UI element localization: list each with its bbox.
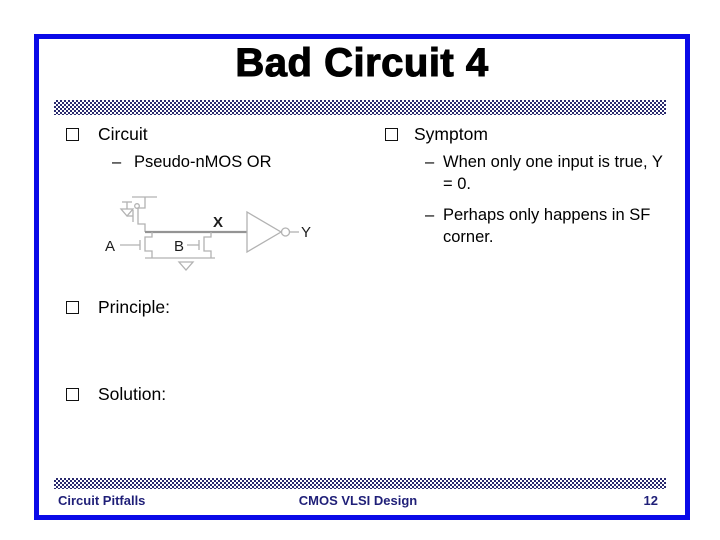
square-bullet-icon <box>66 128 79 141</box>
sub-bullet-symptom-2: – Perhaps only happens in SF corner. <box>425 204 667 248</box>
bullet-circuit: Circuit <box>66 124 148 145</box>
gate-ground-symbol <box>119 208 135 217</box>
label-input-a: A <box>105 238 115 255</box>
inverter-triangle <box>246 210 283 254</box>
pmos-bubble-icon <box>134 203 140 209</box>
bullet-solution: Solution: <box>66 384 166 405</box>
title-divider-bar <box>54 100 666 115</box>
pmos-channel <box>137 205 146 232</box>
bullet-symptom: Symptom <box>385 124 488 145</box>
footer-section-title: Circuit Pitfalls <box>58 493 146 508</box>
inverter-bubble-icon <box>280 227 291 237</box>
bullet-principle: Principle: <box>66 297 170 318</box>
label-output-y: Y <box>301 224 311 241</box>
dash-bullet: – <box>425 153 435 171</box>
footer-course-title: CMOS VLSI Design <box>298 493 418 508</box>
page-title: Bad Circuit 4 <box>235 40 489 85</box>
schematic-svg: A B X Y <box>105 196 311 271</box>
sub-bullet-pseudo-nmos-text: Pseudo-nMOS OR <box>134 153 272 171</box>
sub-bullet-symptom-1-text: When only one input is true, Y = 0. <box>443 153 663 193</box>
label-input-b: B <box>174 238 184 255</box>
square-bullet-icon <box>385 128 398 141</box>
footer-divider-bar <box>54 478 666 489</box>
sub-bullet-symptom-2-text: Perhaps only happens in SF corner. <box>443 206 651 246</box>
bullet-symptom-label: Symptom <box>414 124 488 144</box>
square-bullet-icon <box>66 301 79 314</box>
sub-bullet-pseudo-nmos: – Pseudo-nMOS OR <box>112 151 342 173</box>
dash-bullet: – <box>425 206 435 224</box>
bullet-principle-label: Principle: <box>98 297 170 317</box>
bullet-solution-label: Solution: <box>98 384 167 404</box>
nmos-b-channel <box>203 232 212 258</box>
slide-frame <box>34 34 690 520</box>
ground-symbol <box>177 261 195 271</box>
sub-bullet-symptom-1: – When only one input is true, Y = 0. <box>425 151 667 195</box>
dash-bullet: – <box>112 153 122 171</box>
footer-page-number: 12 <box>643 493 658 508</box>
bullet-circuit-label: Circuit <box>98 124 148 144</box>
footer: Circuit Pitfalls CMOS VLSI Design 12 <box>58 493 658 508</box>
square-bullet-icon <box>66 388 79 401</box>
label-node-x: X <box>213 214 223 231</box>
nmos-a-channel <box>144 232 153 258</box>
pseudo-nmos-or-schematic: A B X Y <box>95 190 320 285</box>
